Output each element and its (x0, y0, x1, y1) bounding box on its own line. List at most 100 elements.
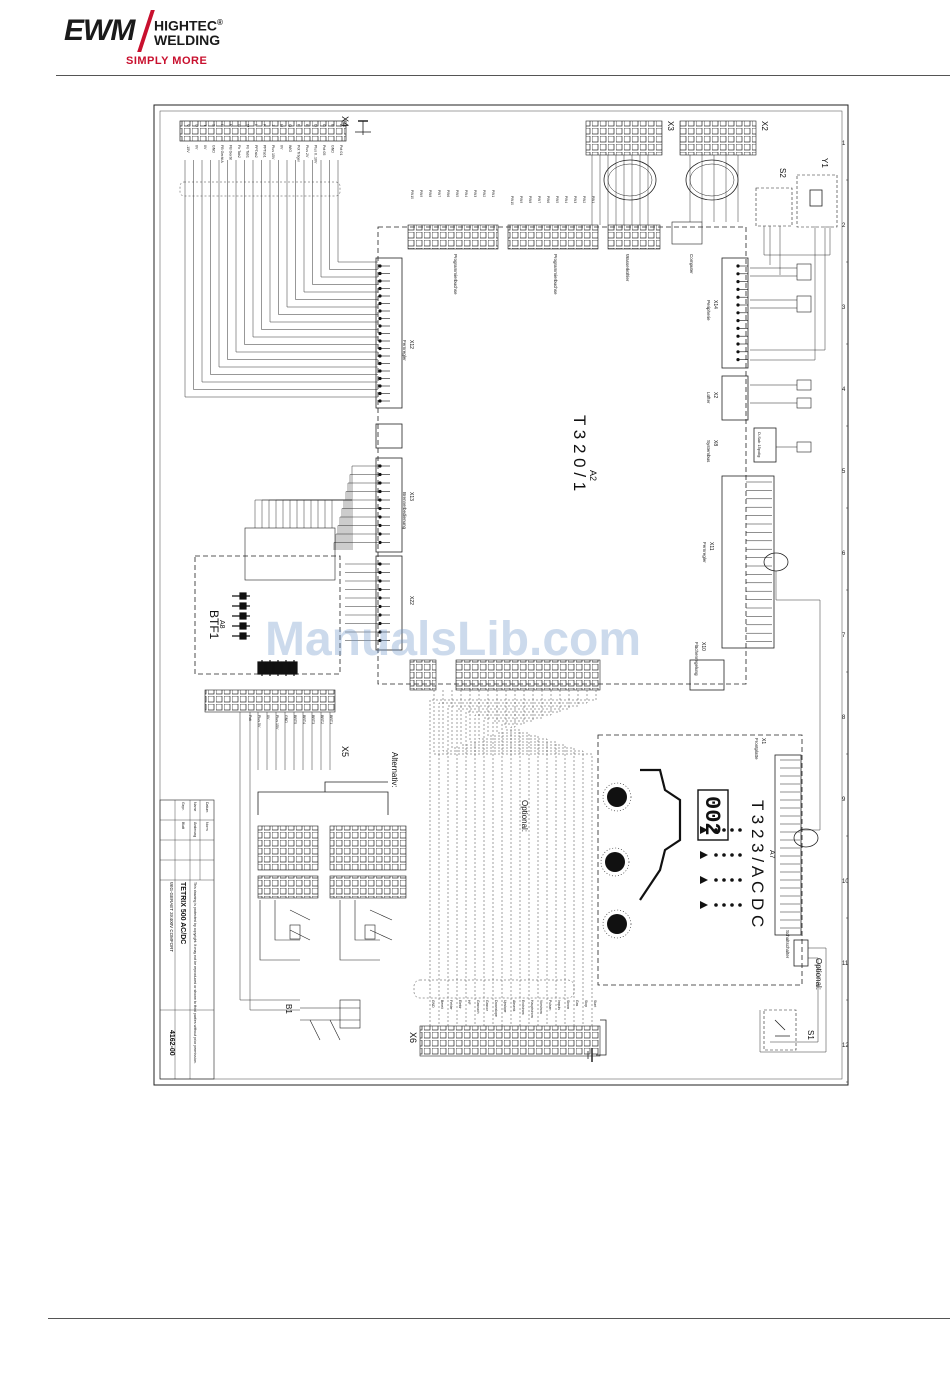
x4-signal: Pot 01 (339, 145, 343, 155)
x4-block (179, 120, 347, 142)
x4-pin-label: E (305, 124, 310, 127)
alt-switches (259, 900, 393, 961)
svg-text:Strom: Strom (566, 1000, 570, 1009)
optional-wiring-x6 (429, 690, 597, 1026)
front-led (714, 853, 718, 857)
x6-signal: Endstrom (521, 1000, 525, 1015)
y1-label: Y1 (820, 158, 829, 168)
title-machine: TETRIX 500 AC/DC (179, 882, 186, 944)
btf1-switch (239, 612, 247, 620)
x6-signal: Stop (584, 1000, 588, 1007)
grid-scale-number: 10 (842, 879, 849, 885)
x6-signal: Gasvor (485, 1000, 489, 1012)
svg-text:PIN3: PIN3 (473, 190, 477, 197)
btf1-switch (239, 602, 247, 610)
x5-terminals (204, 689, 336, 713)
svg-text:WIG: WIG (288, 145, 292, 152)
systembus-label: Systembus (706, 440, 711, 463)
svg-text:Fb Tab1: Fb Tab1 (246, 145, 250, 158)
svg-text:Bereit: Bereit (440, 1000, 444, 1009)
optional-band (413, 979, 575, 999)
prog-pin-label: PIN1 (591, 196, 595, 203)
luefter-wiring (750, 379, 812, 409)
x2-top-block (679, 120, 757, 156)
btf1-switches (232, 592, 298, 676)
svg-text:PIN6: PIN6 (546, 196, 550, 203)
front-button-icon (700, 826, 708, 834)
x5-signal: BRT5 (293, 715, 297, 724)
prog-pin-label: PIN7 (437, 190, 441, 197)
svg-text:Plus 15V: Plus 15V (271, 145, 275, 160)
title-field: Name (193, 802, 197, 811)
header-rule (56, 75, 950, 76)
svg-text:Gasvor: Gasvor (485, 1000, 489, 1012)
x22-connector (375, 555, 403, 651)
s1-wiring (759, 947, 827, 1053)
btf1-ref: A8 (218, 620, 225, 629)
x4-pin-label: R (220, 124, 225, 127)
svg-text:PIN5: PIN5 (555, 196, 559, 203)
x6-signal: Fehler (449, 1000, 453, 1010)
x11-pins (746, 481, 772, 642)
alt-block-c (257, 875, 319, 899)
front-led (722, 878, 726, 882)
x11-to-front-wire (775, 571, 821, 831)
x5-signal: GND (284, 715, 288, 723)
x4-pin-label: P (229, 124, 234, 127)
front-led (738, 903, 742, 907)
grid-scale-number: 3 (842, 305, 846, 311)
front-led (714, 903, 718, 907)
x4-signal: -15V (186, 145, 190, 153)
svg-text:PIN8: PIN8 (528, 196, 532, 203)
front-led (730, 828, 734, 832)
prog-pin-label: PIN5 (455, 190, 459, 197)
svg-text:Vorstrom: Vorstrom (539, 1000, 543, 1014)
svg-text:PIN9: PIN9 (419, 190, 423, 197)
svg-text:Downslope: Downslope (494, 1000, 498, 1017)
title-field: Datum (205, 802, 209, 812)
s1-label: S1 (806, 1030, 815, 1040)
x6-ground (587, 1019, 607, 1062)
front-display (697, 789, 729, 841)
grid-scale-number: 9 (842, 797, 846, 803)
ringkern-1 (603, 159, 657, 201)
front-button-icon (700, 876, 708, 884)
x4-signal: 0V (195, 145, 199, 150)
knob-1 (607, 787, 627, 807)
b1-label: B1 (284, 1004, 293, 1014)
svg-text:BRT4: BRT4 (302, 715, 306, 724)
svg-text:U: U (195, 124, 200, 127)
svg-text:P: P (229, 124, 234, 127)
prog-pin-label: PIN8 (428, 190, 432, 197)
front-led (722, 828, 726, 832)
svg-text:Pot 01: Pot 01 (339, 145, 343, 155)
svg-text:GND: GND (331, 145, 335, 153)
x22-pins (378, 562, 390, 643)
svg-text:PIN9: PIN9 (519, 196, 523, 203)
prog-pin-label: PIN2 (482, 190, 486, 197)
x12-connector (375, 257, 403, 409)
svg-text:Impuls: Impuls (557, 1000, 561, 1010)
xpe-connector (375, 423, 403, 449)
title-copyright: This drawing is protected by copyright. … (193, 882, 197, 1064)
main-board-id: T 3 2 0 / 1 (570, 415, 589, 491)
x4-signal: 0V (280, 145, 284, 150)
svg-text:L: L (254, 124, 259, 127)
svg-text:0V: 0V (203, 145, 207, 150)
btf1-switch (281, 661, 290, 675)
schalter-label: Schaltschalter (785, 930, 790, 959)
brand-hightec: HIGHTEC® WELDING (154, 17, 223, 48)
y1-valve (796, 174, 838, 228)
prog-pin-label: PIN5 (555, 196, 559, 203)
x4-pin-label: J (271, 124, 276, 126)
grid-scale-number: 8 (842, 715, 846, 721)
wasserkuehler-label: Wasserkühler (625, 254, 630, 282)
x5-signal: 0V (266, 715, 270, 720)
frontplatte-label: Frontplatte (754, 738, 759, 760)
svg-text:PIN8: PIN8 (428, 190, 432, 197)
svg-text:F: F (297, 124, 302, 127)
front-buttons (700, 826, 742, 909)
front-x1-pins (780, 759, 800, 929)
x4-signal: WIG (288, 145, 292, 152)
